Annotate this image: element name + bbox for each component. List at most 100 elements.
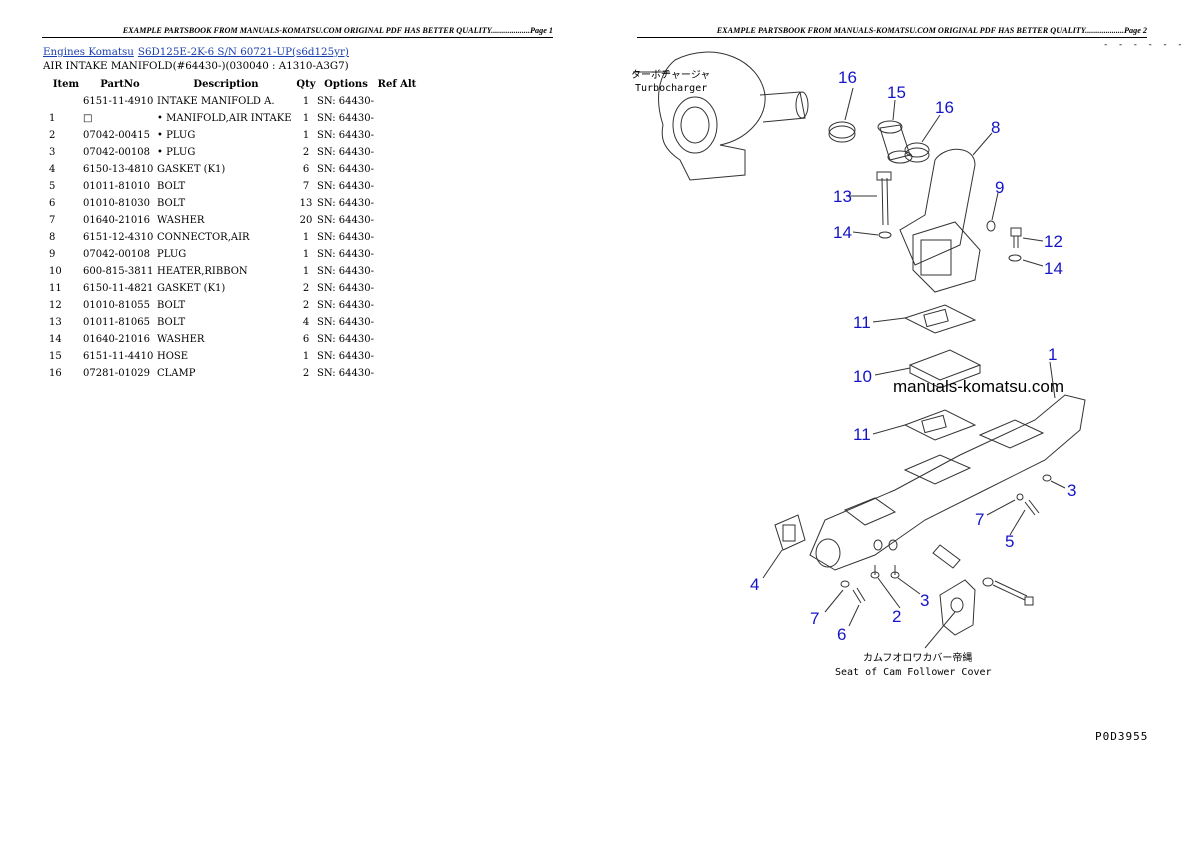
cell-item: 3 [49,147,56,158]
cell-partno: 07042-00108 [83,249,151,260]
callout: 8 [991,118,1000,137]
callout: 4 [750,575,759,594]
cell-description: GASKET (K1) [157,283,226,294]
page-header: EXAMPLE PARTSBOOK FROM MANUALS-KOMATSU.C… [637,25,1147,38]
cell-description: GASKET (K1) [157,164,226,175]
page-header: EXAMPLE PARTSBOOK FROM MANUALS-KOMATSU.C… [42,25,553,38]
cell-description: CONNECTOR,AIR [157,232,250,243]
breadcrumb-link-model[interactable]: S6D125E-2K-6 S/N 60721-UP(s6d125yr) [137,46,349,58]
cell-item: 7 [49,215,56,226]
cell-options: SN: 64430- [317,215,374,226]
cell-qty: 1 [302,351,310,362]
col-header-qty: Qty [296,79,316,90]
cell-refalt [375,144,419,161]
cell-refalt [375,178,419,195]
parts-table: Item PartNo Description Qty Options Ref … [43,76,419,382]
callout: 16 [838,68,857,87]
callout: 15 [887,83,906,102]
callout: 11 [853,425,871,444]
callout: 3 [920,591,929,610]
col-header-item: Item [52,79,80,90]
exploded-parts-diagram: 16 15 16 8 13 9 14 12 14 11 1 10 11 3 7 … [631,51,1086,678]
cell-item: 5 [49,181,56,192]
cell-qty: 1 [302,130,310,141]
header-dashes: - - - - - - [1103,40,1185,50]
cell-refalt [375,110,419,127]
cell-qty: 20 [299,215,313,226]
cell-description: CLAMP [157,368,196,379]
cell-description: INTAKE MANIFOLD A. [157,96,275,107]
cell-description: BOLT [157,198,186,209]
cell-options: SN: 64430- [317,164,374,175]
turbocharger-caption: Turbocharger [635,83,707,94]
cell-partno: 07042-00108 [83,147,151,158]
cell-options: SN: 64430- [317,113,374,124]
col-header-refalt: Ref Alt [377,79,417,90]
cell-partno: 01010-81030 [83,198,151,209]
cell-description: WASHER [157,334,205,345]
watermark: manuals-komatsu.com [893,377,1064,396]
cell-description: • MANIFOLD,AIR INTAKE [157,113,292,124]
cell-item: 15 [49,351,62,362]
cell-options: SN: 64430- [317,300,374,311]
figure-number: P0D3955 [1095,730,1149,743]
cell-qty: 2 [302,147,310,158]
cell-refalt [375,331,419,348]
cell-refalt [375,195,419,212]
cell-item: 8 [49,232,56,243]
cell-partno: 6151-12-4310 [83,232,154,243]
cell-partno: 01010-81055 [83,300,151,311]
cell-qty: 1 [302,249,310,260]
cell-partno: 6151-11-4910 [83,96,154,107]
cell-item: 16 [49,368,62,379]
cell-options: SN: 64430- [317,368,374,379]
cell-qty: 13 [299,198,313,209]
diagram-linework [633,51,1086,649]
cell-item: 4 [49,164,56,175]
cell-partno: 6150-13-4810 [83,164,154,175]
cell-options: SN: 64430- [317,147,374,158]
cell-partno: 01640-21016 [83,334,151,345]
callout: 7 [975,510,984,529]
callout: 14 [1044,259,1063,278]
col-header-description: Description [193,79,259,90]
cell-item: 12 [49,300,62,311]
cell-partno: 07042-00415 [83,130,151,141]
cell-partno: 01011-81065 [83,317,151,328]
cell-qty: 1 [302,96,310,107]
cell-qty: 1 [302,113,310,124]
cell-qty: 1 [302,232,310,243]
callout: 16 [935,98,954,117]
parts-list-page: EXAMPLE PARTSBOOK FROM MANUALS-KOMATSU.C… [42,25,553,382]
cell-qty: 6 [302,334,310,345]
cell-options: SN: 64430- [317,334,374,345]
callout: 11 [853,313,871,332]
cell-qty: 2 [302,300,310,311]
callout: 12 [1044,232,1063,251]
cell-description: • PLUG [157,130,196,141]
cell-options: SN: 64430- [317,317,374,328]
cell-partno: 01011-81010 [83,181,151,192]
breadcrumb-link-engines[interactable]: Engines Komatsu [43,46,134,58]
cell-item: 6 [49,198,56,209]
cell-description: BOLT [157,181,186,192]
col-header-options: Options [324,79,368,90]
cell-item: 13 [49,317,62,328]
cell-refalt [375,348,419,365]
section-title: AIR INTAKE MANIFOLD(#64430-)(030040 : A1… [43,60,349,72]
cell-qty: 7 [302,181,310,192]
cell-item: 1 [49,113,56,124]
